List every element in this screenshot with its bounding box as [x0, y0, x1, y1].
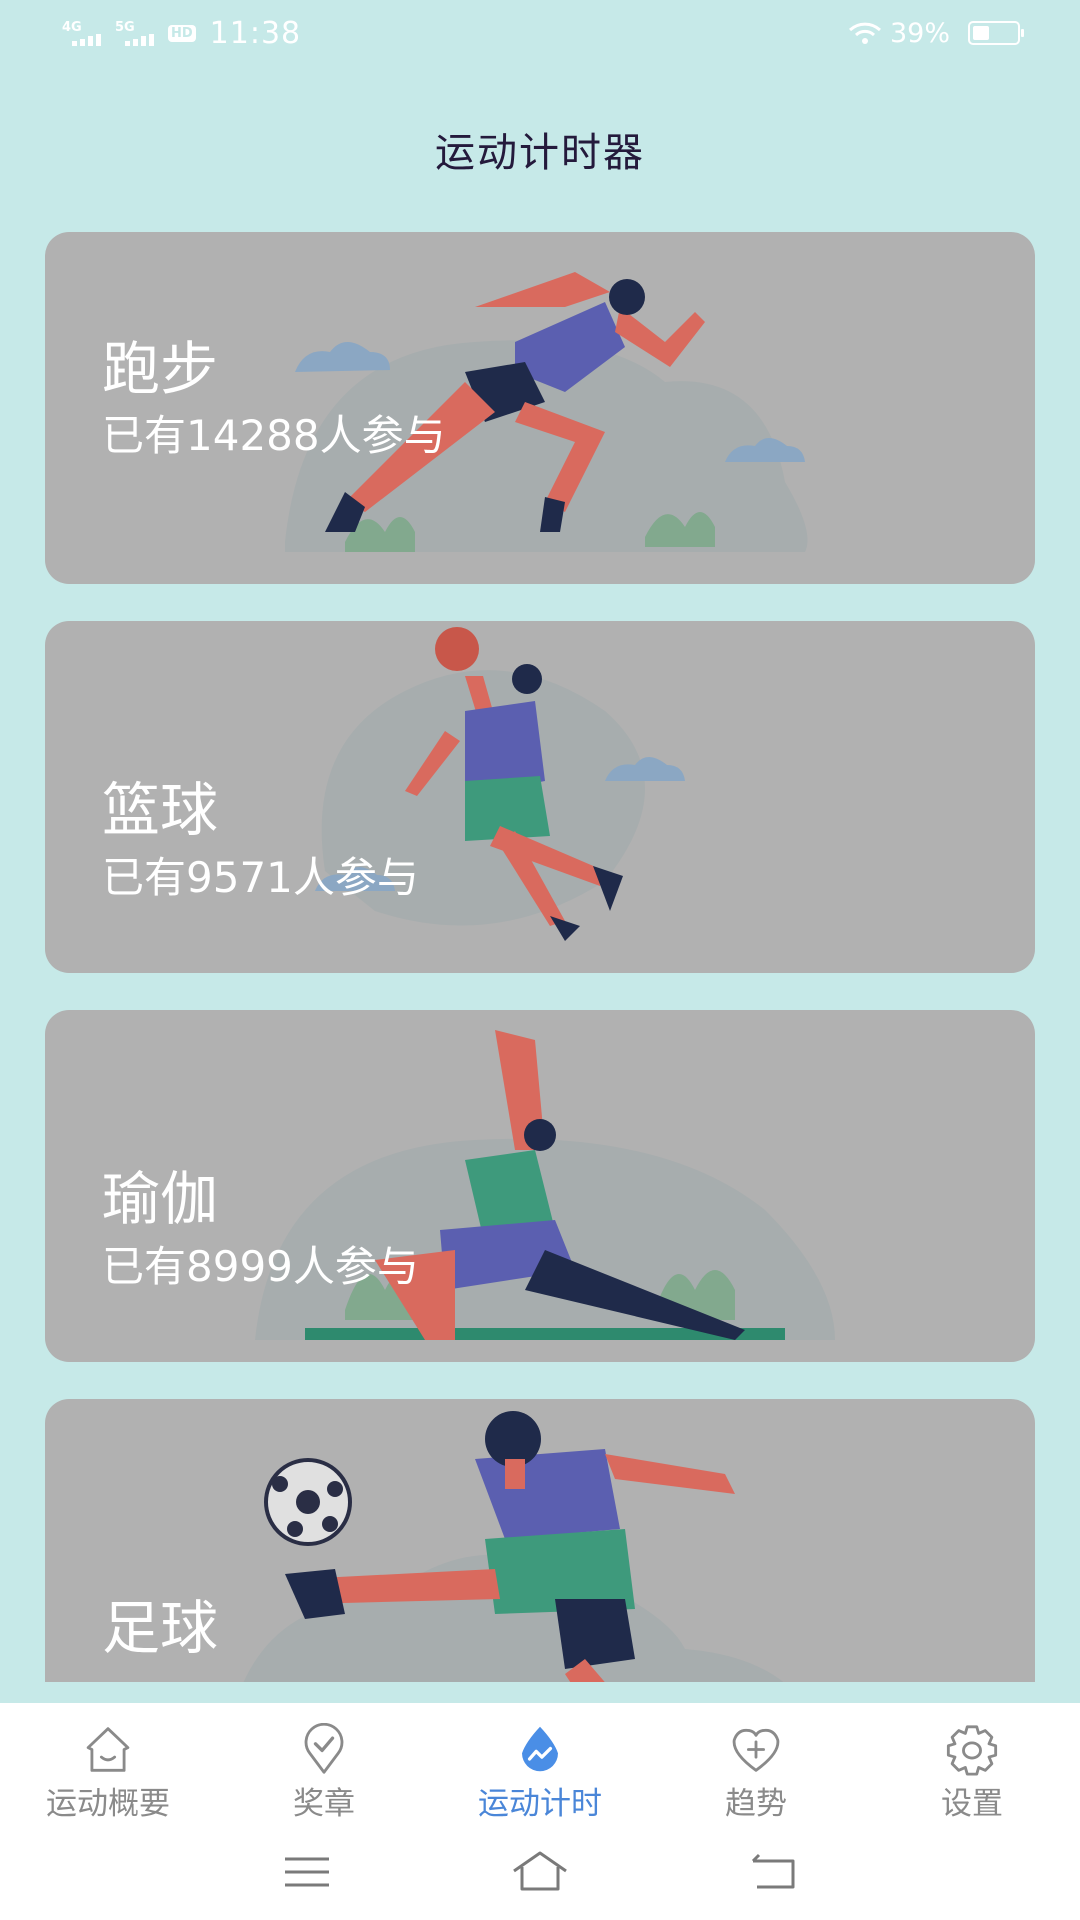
status-right: 39%: [848, 17, 1024, 49]
sport-name: 足球: [102, 1594, 219, 1662]
tab-label: 运动概要: [46, 1786, 170, 1822]
status-left: 4G 5G HD 11:38: [62, 16, 301, 51]
wifi-icon: [848, 22, 882, 44]
yoga-pose-illustration: [255, 1030, 835, 1340]
battery-percent: 39%: [889, 17, 950, 49]
participant-count: 已有9571人参与: [102, 853, 419, 902]
hd-voice-icon: HD: [168, 24, 196, 42]
runner-illustration: [285, 272, 808, 552]
sport-name: 篮球: [102, 776, 219, 844]
tab-label: 设置: [941, 1786, 1003, 1822]
status-bar: 4G 5G HD 11:38 39%: [0, 0, 1080, 66]
tab-settings[interactable]: 设置: [864, 1703, 1080, 1823]
signal-5g-icon: 5G: [115, 21, 154, 46]
tab-overview[interactable]: 运动概要: [0, 1703, 216, 1823]
menu-icon[interactable]: [277, 1847, 337, 1897]
battery-icon: [968, 21, 1024, 45]
system-nav-bar: [0, 1823, 1080, 1920]
tab-medals[interactable]: 奖章: [216, 1703, 432, 1823]
back-icon[interactable]: [743, 1847, 803, 1897]
sport-name: 瑜伽: [102, 1165, 219, 1233]
sport-card-list[interactable]: 跑步 已有14288人参与 篮球 已有9571人参与: [45, 232, 1035, 1682]
sport-card-football[interactable]: 足球: [45, 1399, 1035, 1682]
droplet-wave-icon: [522, 1726, 558, 1772]
gear-icon: [946, 1725, 998, 1776]
bottom-tab-bar: 运动概要 奖章 运动计时 趋势 设置: [0, 1703, 1080, 1823]
tab-trends[interactable]: 趋势: [648, 1703, 864, 1823]
sport-card-yoga[interactable]: 瑜伽 已有8999人参与: [45, 1010, 1035, 1362]
sport-card-basketball[interactable]: 篮球 已有9571人参与: [45, 621, 1035, 973]
basketball-player-illustration: [315, 627, 685, 941]
page-title: 运动计时器: [435, 130, 645, 176]
participant-count: 已有14288人参与: [102, 411, 446, 460]
medal-check-icon: [304, 1723, 344, 1774]
tab-sport-timer[interactable]: 运动计时: [432, 1703, 648, 1823]
signal-4g-icon: 4G: [62, 21, 101, 46]
sport-name: 跑步: [102, 335, 219, 403]
heart-plus-icon: [732, 1728, 780, 1772]
tab-label: 运动计时: [478, 1786, 602, 1822]
tab-label: 奖章: [293, 1786, 355, 1822]
home-icon[interactable]: [510, 1847, 570, 1897]
sport-card-running[interactable]: 跑步 已有14288人参与: [45, 232, 1035, 584]
tab-label: 趋势: [725, 1786, 787, 1822]
house-smile-icon: [86, 1727, 130, 1772]
clock: 11:38: [209, 15, 302, 51]
soccer-player-illustration: [243, 1411, 784, 1682]
participant-count: 已有8999人参与: [102, 1242, 419, 1291]
